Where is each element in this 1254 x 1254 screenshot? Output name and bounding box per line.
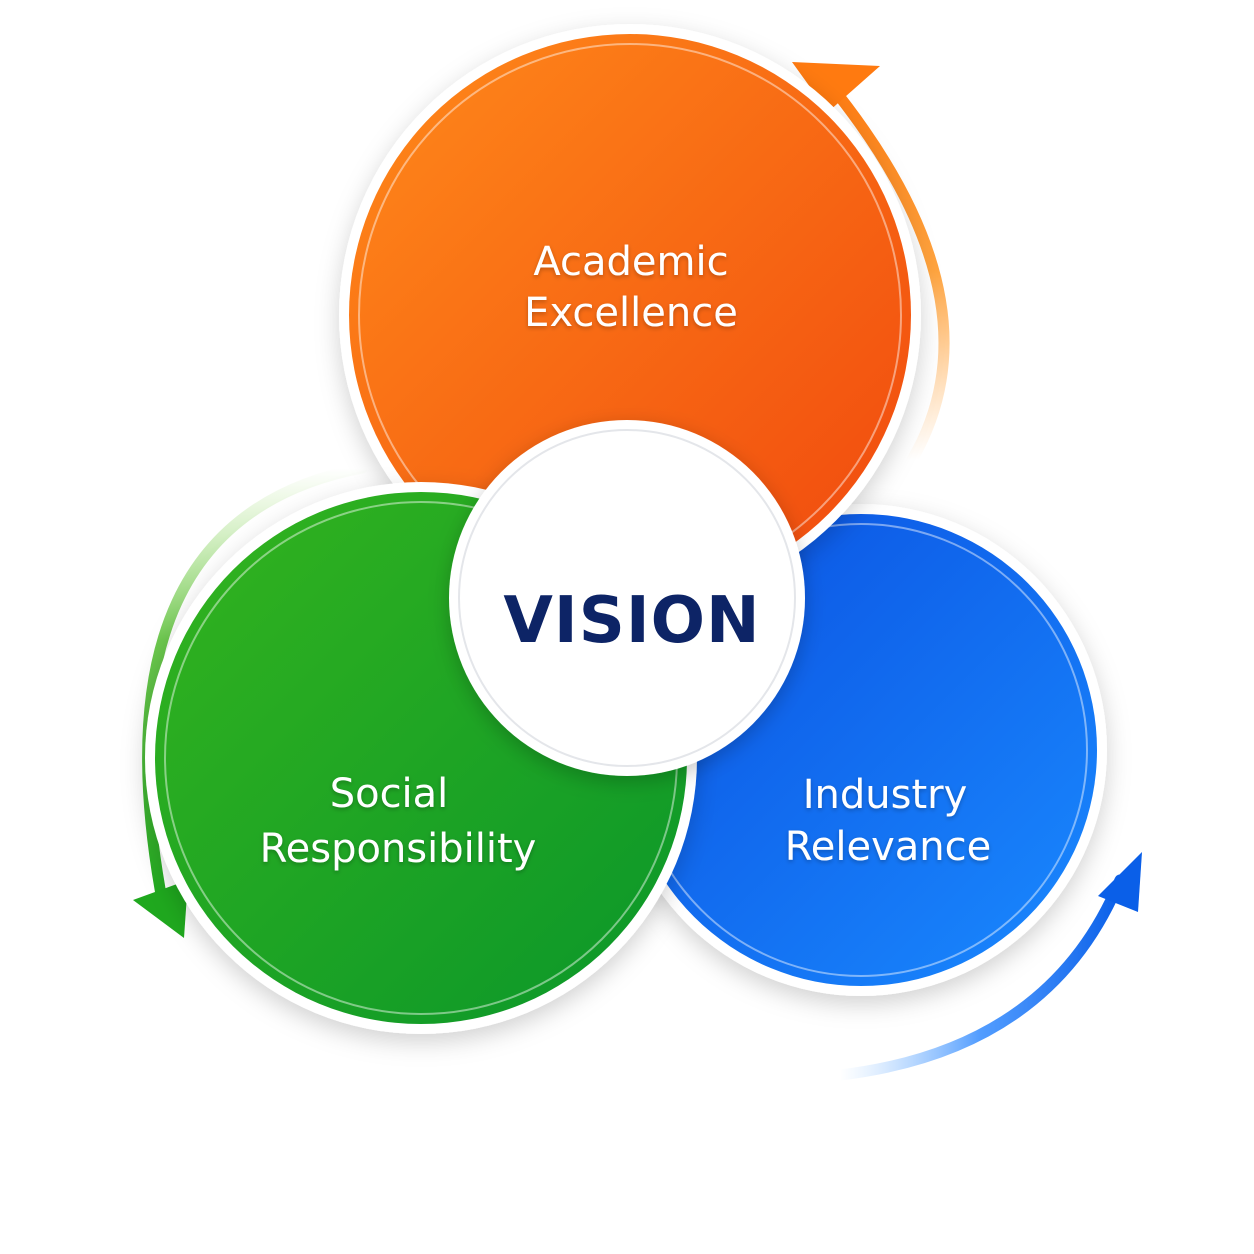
curved-arrow-up-right-icon: [834, 852, 1142, 1081]
social-responsibility-label-line1: Social: [330, 771, 449, 817]
curved-arrow-up-icon: [792, 62, 950, 466]
academic-excellence-label-line2: Excellence: [524, 290, 738, 336]
industry-relevance-label-line2: Relevance: [785, 824, 991, 870]
academic-excellence-circle: Academic Excellence: [339, 24, 921, 606]
vision-label: VISION: [503, 584, 760, 658]
vision-center-circle: VISION: [449, 420, 805, 776]
social-responsibility-label-line2: Responsibility: [260, 826, 537, 872]
industry-relevance-label-line1: Industry: [803, 772, 968, 818]
academic-excellence-label-line1: Academic: [533, 239, 728, 285]
